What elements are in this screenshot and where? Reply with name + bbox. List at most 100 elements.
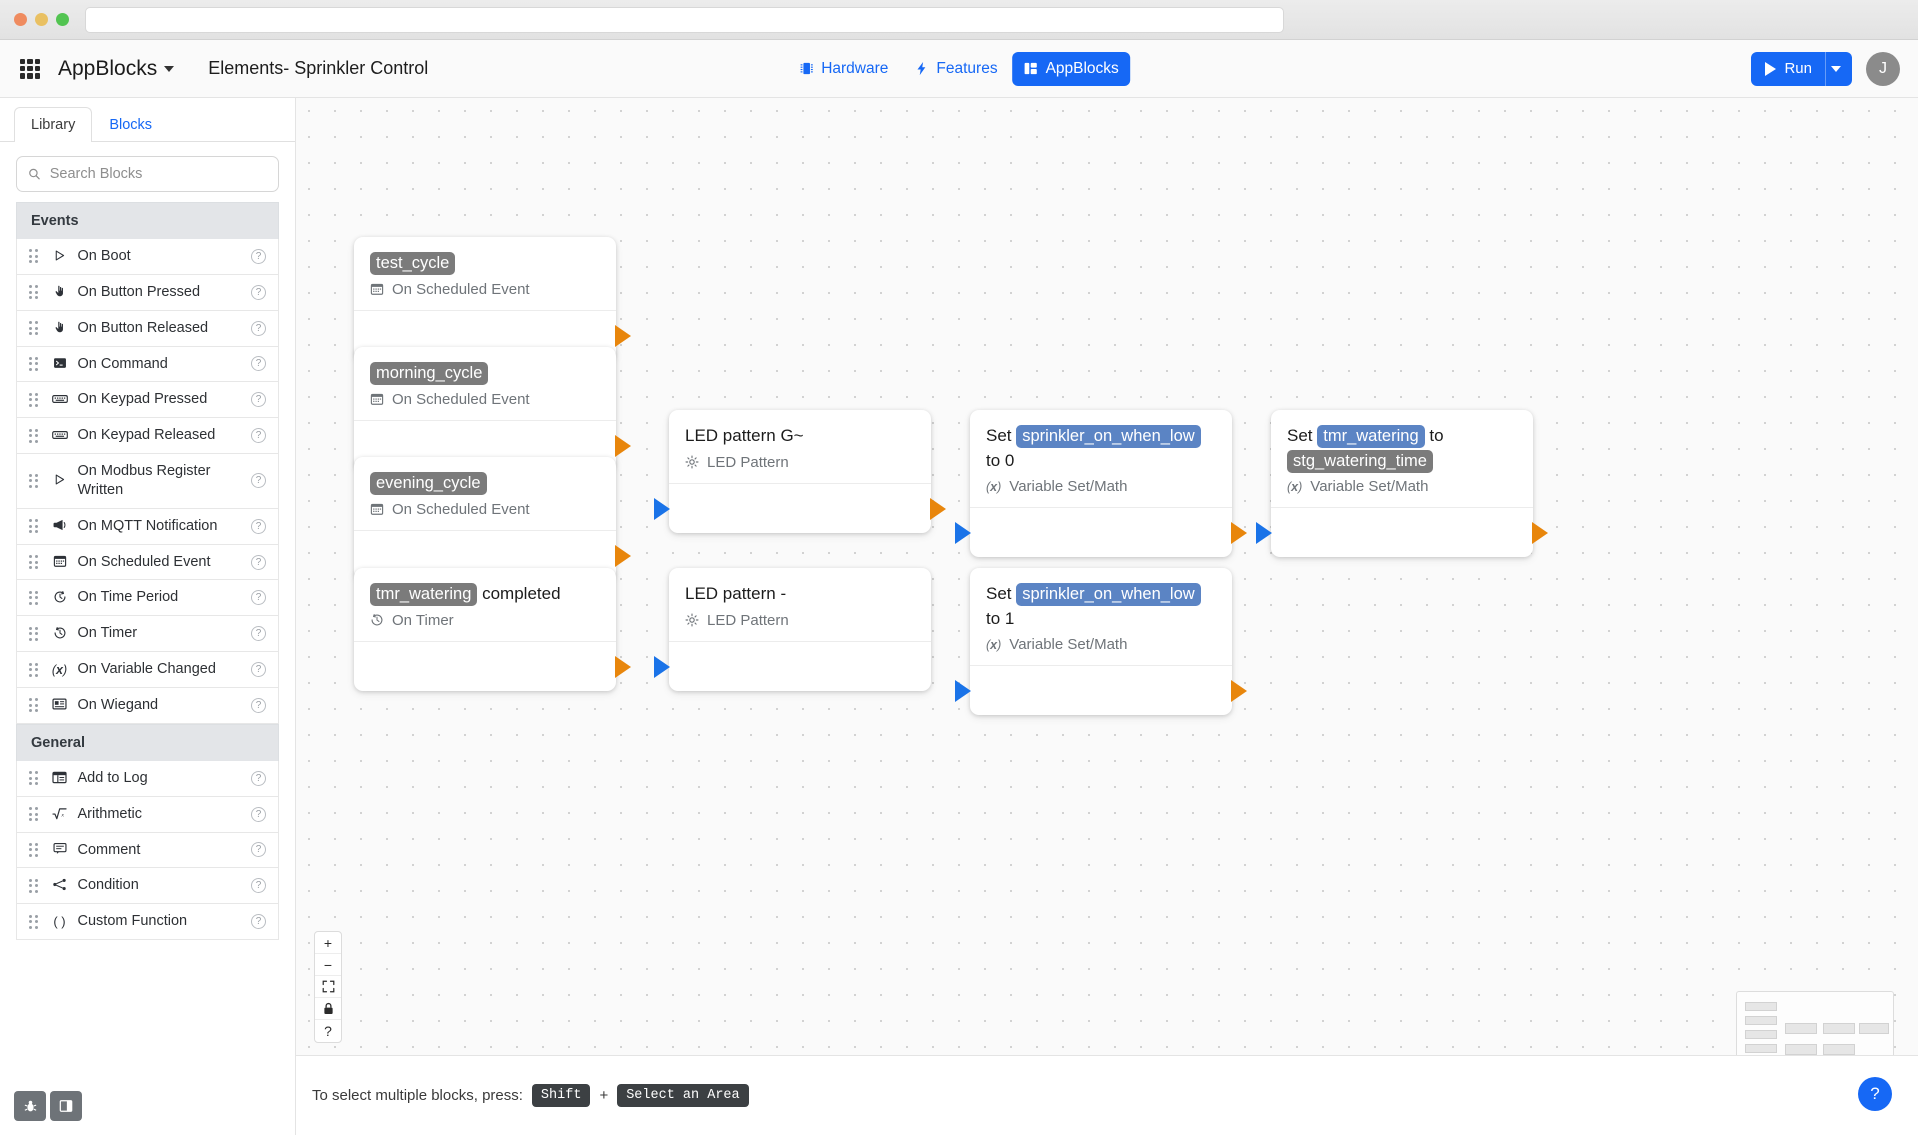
variable-pill[interactable]: tmr_watering <box>1317 425 1425 449</box>
help-icon[interactable]: ? <box>251 626 266 642</box>
variable-pill[interactable]: morning_cycle <box>370 362 489 386</box>
variable-pill[interactable]: test_cycle <box>370 252 456 276</box>
tab-blocks[interactable]: Blocks <box>92 107 169 142</box>
node-output-port[interactable] <box>615 434 631 457</box>
block-list-item[interactable]: Add to Log? <box>16 760 279 797</box>
node-input-port[interactable] <box>1256 522 1272 545</box>
flow-node[interactable]: Set tmr_watering to stg_watering_time(x)… <box>1256 410 1548 558</box>
browser-url-bar[interactable] <box>85 6 1284 33</box>
block-list-item[interactable]: On Scheduled Event? <box>16 544 279 581</box>
block-list-item[interactable]: On Modbus Register Written? <box>16 454 279 509</box>
drag-handle-icon[interactable] <box>29 662 38 677</box>
run-dropdown-button[interactable] <box>1825 51 1852 86</box>
variable-pill[interactable]: stg_watering_time <box>1287 449 1433 474</box>
help-icon[interactable]: ? <box>251 356 266 372</box>
node-input-port[interactable] <box>955 522 971 545</box>
node-output-port[interactable] <box>1231 680 1247 703</box>
block-list-item[interactable]: Condition? <box>16 868 279 905</box>
block-list-item[interactable]: On MQTT Notification? <box>16 508 279 545</box>
help-icon[interactable]: ? <box>251 697 266 713</box>
variable-pill[interactable]: tmr_watering <box>370 583 478 607</box>
block-list-item[interactable]: Comment? <box>16 832 279 869</box>
block-list-item[interactable]: On Boot? <box>16 239 279 275</box>
flow-node[interactable]: LED pattern -LED Pattern <box>654 568 931 691</box>
help-icon[interactable]: ? <box>251 518 266 534</box>
run-button[interactable]: Run <box>1751 51 1852 86</box>
zoom-in-button[interactable]: + <box>315 932 341 954</box>
block-list-item[interactable]: On Keypad Released? <box>16 418 279 455</box>
block-list-item[interactable]: On Keypad Pressed? <box>16 382 279 419</box>
help-icon[interactable]: ? <box>251 284 266 300</box>
node-input-port[interactable] <box>654 655 670 678</box>
block-list-item[interactable]: On Time Period? <box>16 580 279 617</box>
minimize-window-button[interactable] <box>35 13 48 26</box>
help-icon[interactable]: ? <box>251 878 266 894</box>
help-icon[interactable]: ? <box>251 392 266 408</box>
help-icon[interactable]: ? <box>251 320 266 336</box>
variable-pill[interactable]: sprinkler_on_when_low <box>1016 583 1201 607</box>
node-input-port[interactable] <box>955 680 971 703</box>
help-icon[interactable]: ? <box>251 428 266 444</box>
panel-icon[interactable] <box>50 1091 82 1121</box>
block-list-item[interactable]: ( )Custom Function? <box>16 904 279 941</box>
help-icon[interactable]: ? <box>251 662 266 678</box>
drag-handle-icon[interactable] <box>29 392 38 407</box>
block-list-item[interactable]: On Wiegand? <box>16 687 279 724</box>
node-output-port[interactable] <box>615 324 631 347</box>
flow-node[interactable]: LED pattern G~LED Pattern <box>654 410 946 533</box>
drag-handle-icon[interactable] <box>29 321 38 336</box>
drag-handle-icon[interactable] <box>29 914 38 929</box>
node-output-port[interactable] <box>615 655 631 678</box>
tab-library[interactable]: Library <box>14 107 93 142</box>
node-output-port[interactable] <box>1231 522 1247 545</box>
help-icon[interactable]: ? <box>251 914 266 930</box>
drag-handle-icon[interactable] <box>29 698 38 713</box>
block-list-item[interactable]: On Timer? <box>16 616 279 653</box>
flow-node[interactable]: Set sprinkler_on_when_low to 1(x)Variabl… <box>955 568 1247 716</box>
drag-handle-icon[interactable] <box>29 285 38 300</box>
block-list-item[interactable]: On Button Pressed? <box>16 274 279 311</box>
close-window-button[interactable] <box>14 13 27 26</box>
help-fab-button[interactable]: ? <box>1858 1077 1892 1111</box>
drag-handle-icon[interactable] <box>29 473 38 488</box>
drag-handle-icon[interactable] <box>29 771 38 786</box>
drag-handle-icon[interactable] <box>29 878 38 893</box>
variable-pill[interactable]: sprinkler_on_when_low <box>1016 425 1201 449</box>
search-input[interactable] <box>49 166 267 182</box>
lock-icon[interactable] <box>315 998 341 1020</box>
drag-handle-icon[interactable] <box>29 356 38 371</box>
node-output-port[interactable] <box>615 544 631 567</box>
drag-handle-icon[interactable] <box>29 519 38 534</box>
avatar[interactable]: J <box>1866 51 1900 86</box>
variable-pill[interactable]: evening_cycle <box>370 472 487 496</box>
drag-handle-icon[interactable] <box>29 807 38 822</box>
drag-handle-icon[interactable] <box>29 249 38 264</box>
help-icon[interactable]: ? <box>251 770 266 786</box>
drag-handle-icon[interactable] <box>29 555 38 570</box>
node-output-port[interactable] <box>930 497 946 520</box>
grid-apps-icon[interactable] <box>20 58 40 79</box>
drag-handle-icon[interactable] <box>29 590 38 605</box>
drag-handle-icon[interactable] <box>29 626 38 641</box>
help-icon[interactable]: ? <box>251 806 266 822</box>
drag-handle-icon[interactable] <box>29 842 38 857</box>
search-box[interactable] <box>16 156 279 192</box>
tab-features[interactable]: Features <box>903 52 1008 86</box>
help-icon[interactable]: ? <box>251 842 266 858</box>
fit-view-icon[interactable] <box>315 976 341 998</box>
help-icon[interactable]: ? <box>251 554 266 570</box>
block-list-item[interactable]: (x)On Variable Changed? <box>16 652 279 688</box>
tab-appblocks[interactable]: AppBlocks <box>1012 51 1130 86</box>
drag-handle-icon[interactable] <box>29 428 38 443</box>
help-icon[interactable]: ? <box>251 590 266 606</box>
flow-node[interactable]: Set sprinkler_on_when_low to 0(x)Variabl… <box>955 410 1247 558</box>
canvas-help-button[interactable]: ? <box>324 1023 332 1039</box>
zoom-out-button[interactable]: − <box>315 954 341 976</box>
zoom-window-button[interactable] <box>56 13 69 26</box>
